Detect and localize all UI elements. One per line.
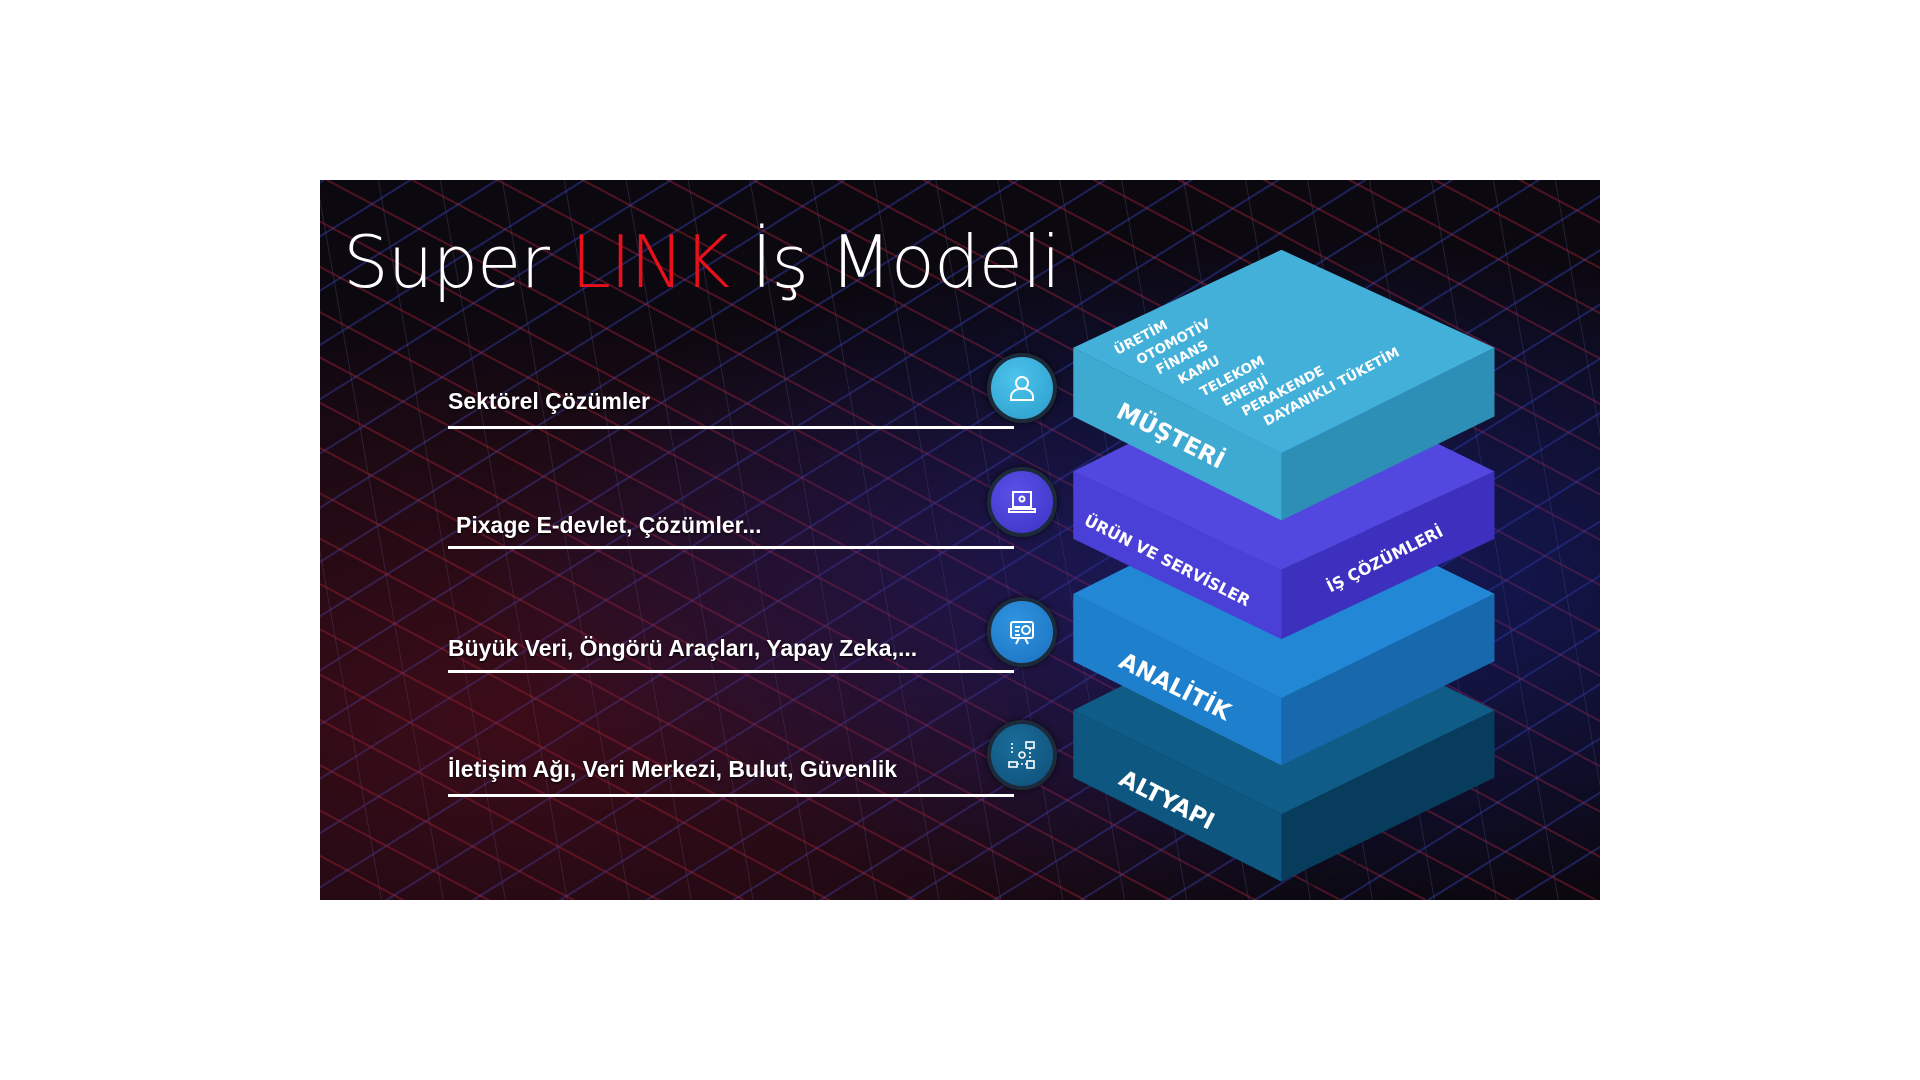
- divider: [448, 426, 1014, 429]
- layer-stack: MÜŞTERİ ÜRÜN VE SERVİSLER İŞ ÇÖZÜMLERİ A…: [1073, 249, 1495, 897]
- label-iletisim: İletişim Ağı, Veri Merkezi, Bulut, Güven…: [448, 756, 898, 782]
- label-sektorel: Sektörel Çözümler: [448, 388, 650, 414]
- slide-title: Super LINK İş Modeli: [343, 220, 1061, 304]
- layer-musteri: [1073, 249, 1495, 521]
- divider: [448, 670, 1014, 673]
- label-pixage: Pixage E-devlet, Çözümler...: [456, 512, 762, 538]
- user-icon: [987, 353, 1057, 423]
- title-super: Super: [343, 220, 550, 304]
- divider: [448, 546, 1014, 549]
- label-buyuk-veri: Büyük Veri, Öngörü Araçları, Yapay Zeka,…: [448, 635, 918, 661]
- network-icon: [987, 720, 1057, 790]
- slide: Super LINK İş Modeli Sektörel Çözümler P…: [320, 180, 1600, 900]
- title-link: LINK: [570, 220, 730, 304]
- laptop-gear-icon: [987, 467, 1057, 537]
- title-model: İş Modeli: [751, 220, 1061, 304]
- presentation-chart-icon: [987, 597, 1057, 667]
- divider: [448, 794, 1014, 797]
